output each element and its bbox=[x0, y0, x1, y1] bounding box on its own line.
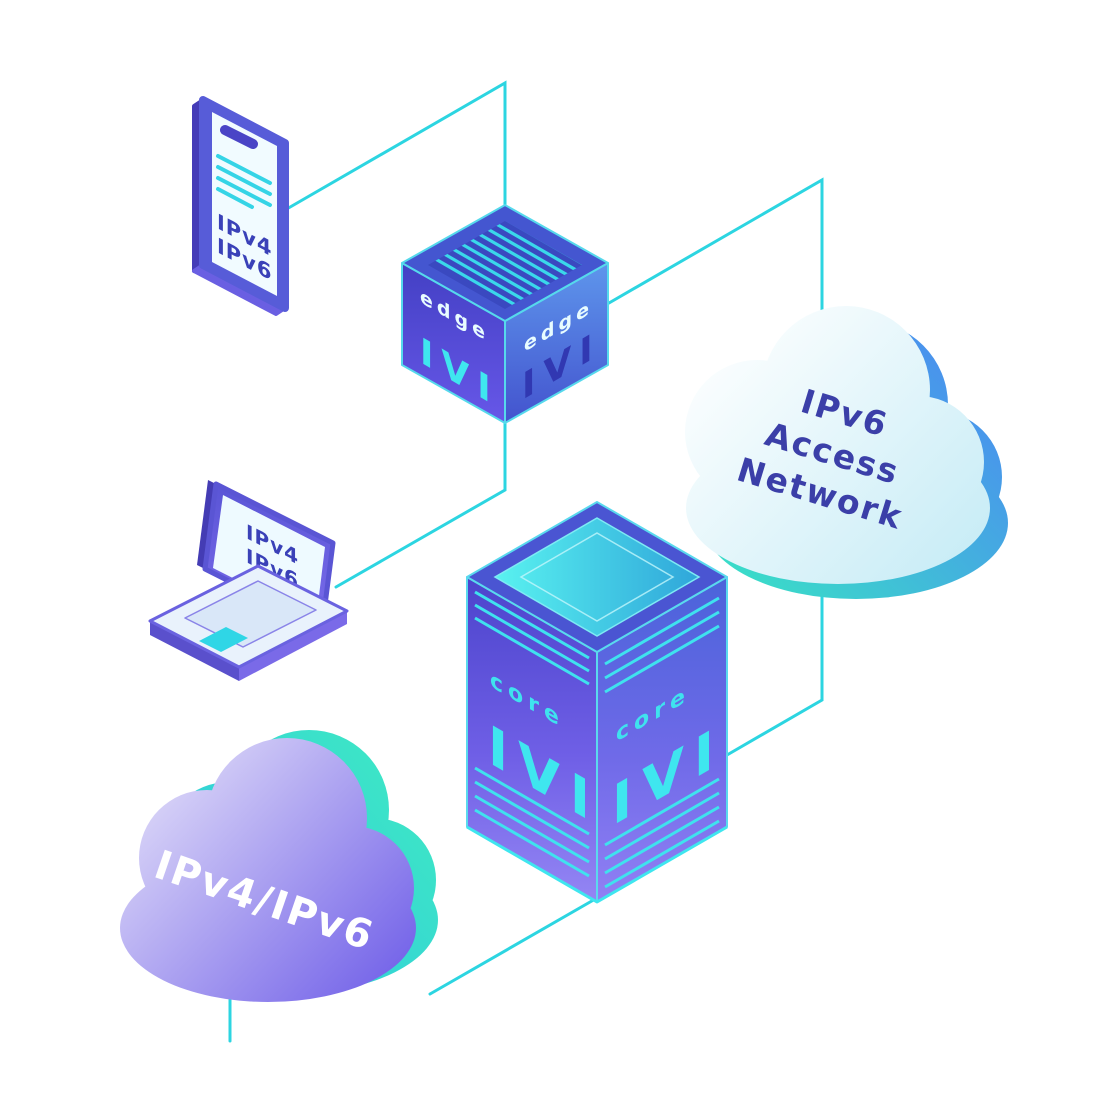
connector-core-to-dualstack-cloud bbox=[428, 896, 599, 996]
stripe bbox=[604, 819, 720, 889]
core-top-panel bbox=[493, 517, 701, 637]
stripe bbox=[474, 603, 590, 673]
core-top-panel-inner-border bbox=[519, 532, 675, 622]
stripe bbox=[604, 791, 720, 861]
stripe bbox=[474, 808, 590, 878]
stripe bbox=[474, 794, 590, 864]
laptop-base-front-left bbox=[150, 621, 239, 681]
vent-line bbox=[428, 221, 582, 290]
laptop-trackpad bbox=[199, 627, 248, 652]
cloud-lobe bbox=[290, 826, 414, 950]
stripe bbox=[604, 596, 720, 666]
stripe bbox=[604, 624, 720, 694]
ipv4-ipv6-cloud: IPv4/IPv6 bbox=[120, 730, 438, 1002]
phone-camera-bar bbox=[220, 125, 258, 149]
vent-line bbox=[428, 248, 582, 309]
dualstack-cloud-body bbox=[120, 738, 416, 1002]
stripe bbox=[604, 805, 720, 875]
stripe bbox=[474, 780, 590, 850]
stripe bbox=[474, 616, 590, 686]
laptop: IPv4 IPv6 bbox=[148, 480, 349, 681]
core-base-glow-edge bbox=[466, 825, 728, 904]
smartphone: IPv4 IPv6 bbox=[192, 96, 289, 316]
ipv6-access-network-cloud: IPv6 Access Network bbox=[685, 306, 1008, 599]
stripe bbox=[604, 610, 720, 680]
screen-line bbox=[216, 176, 272, 207]
connector-edge-to-laptop bbox=[334, 418, 507, 589]
cloud-lobe bbox=[852, 396, 984, 528]
core-router-tower: core IVI core IVI bbox=[466, 501, 728, 904]
edge-router-cube: edge IVI edge IVI bbox=[401, 204, 609, 424]
screen-line bbox=[216, 165, 272, 196]
stripe bbox=[604, 777, 720, 847]
laptop-base-front-right bbox=[239, 611, 347, 681]
core-left-stripes bbox=[474, 590, 590, 878]
screen-line bbox=[216, 187, 254, 209]
core-right-stripes bbox=[604, 596, 720, 889]
stripe bbox=[474, 590, 590, 660]
vent-line bbox=[428, 221, 582, 280]
screen-line bbox=[216, 154, 272, 185]
vent-line bbox=[428, 238, 582, 309]
stripe bbox=[474, 766, 590, 836]
access-cloud-label: IPv6 Access Network bbox=[733, 381, 908, 537]
access-cloud-body bbox=[685, 306, 990, 584]
connector-phone-to-edge bbox=[283, 80, 507, 212]
phone-screen-content-lines bbox=[216, 154, 272, 209]
